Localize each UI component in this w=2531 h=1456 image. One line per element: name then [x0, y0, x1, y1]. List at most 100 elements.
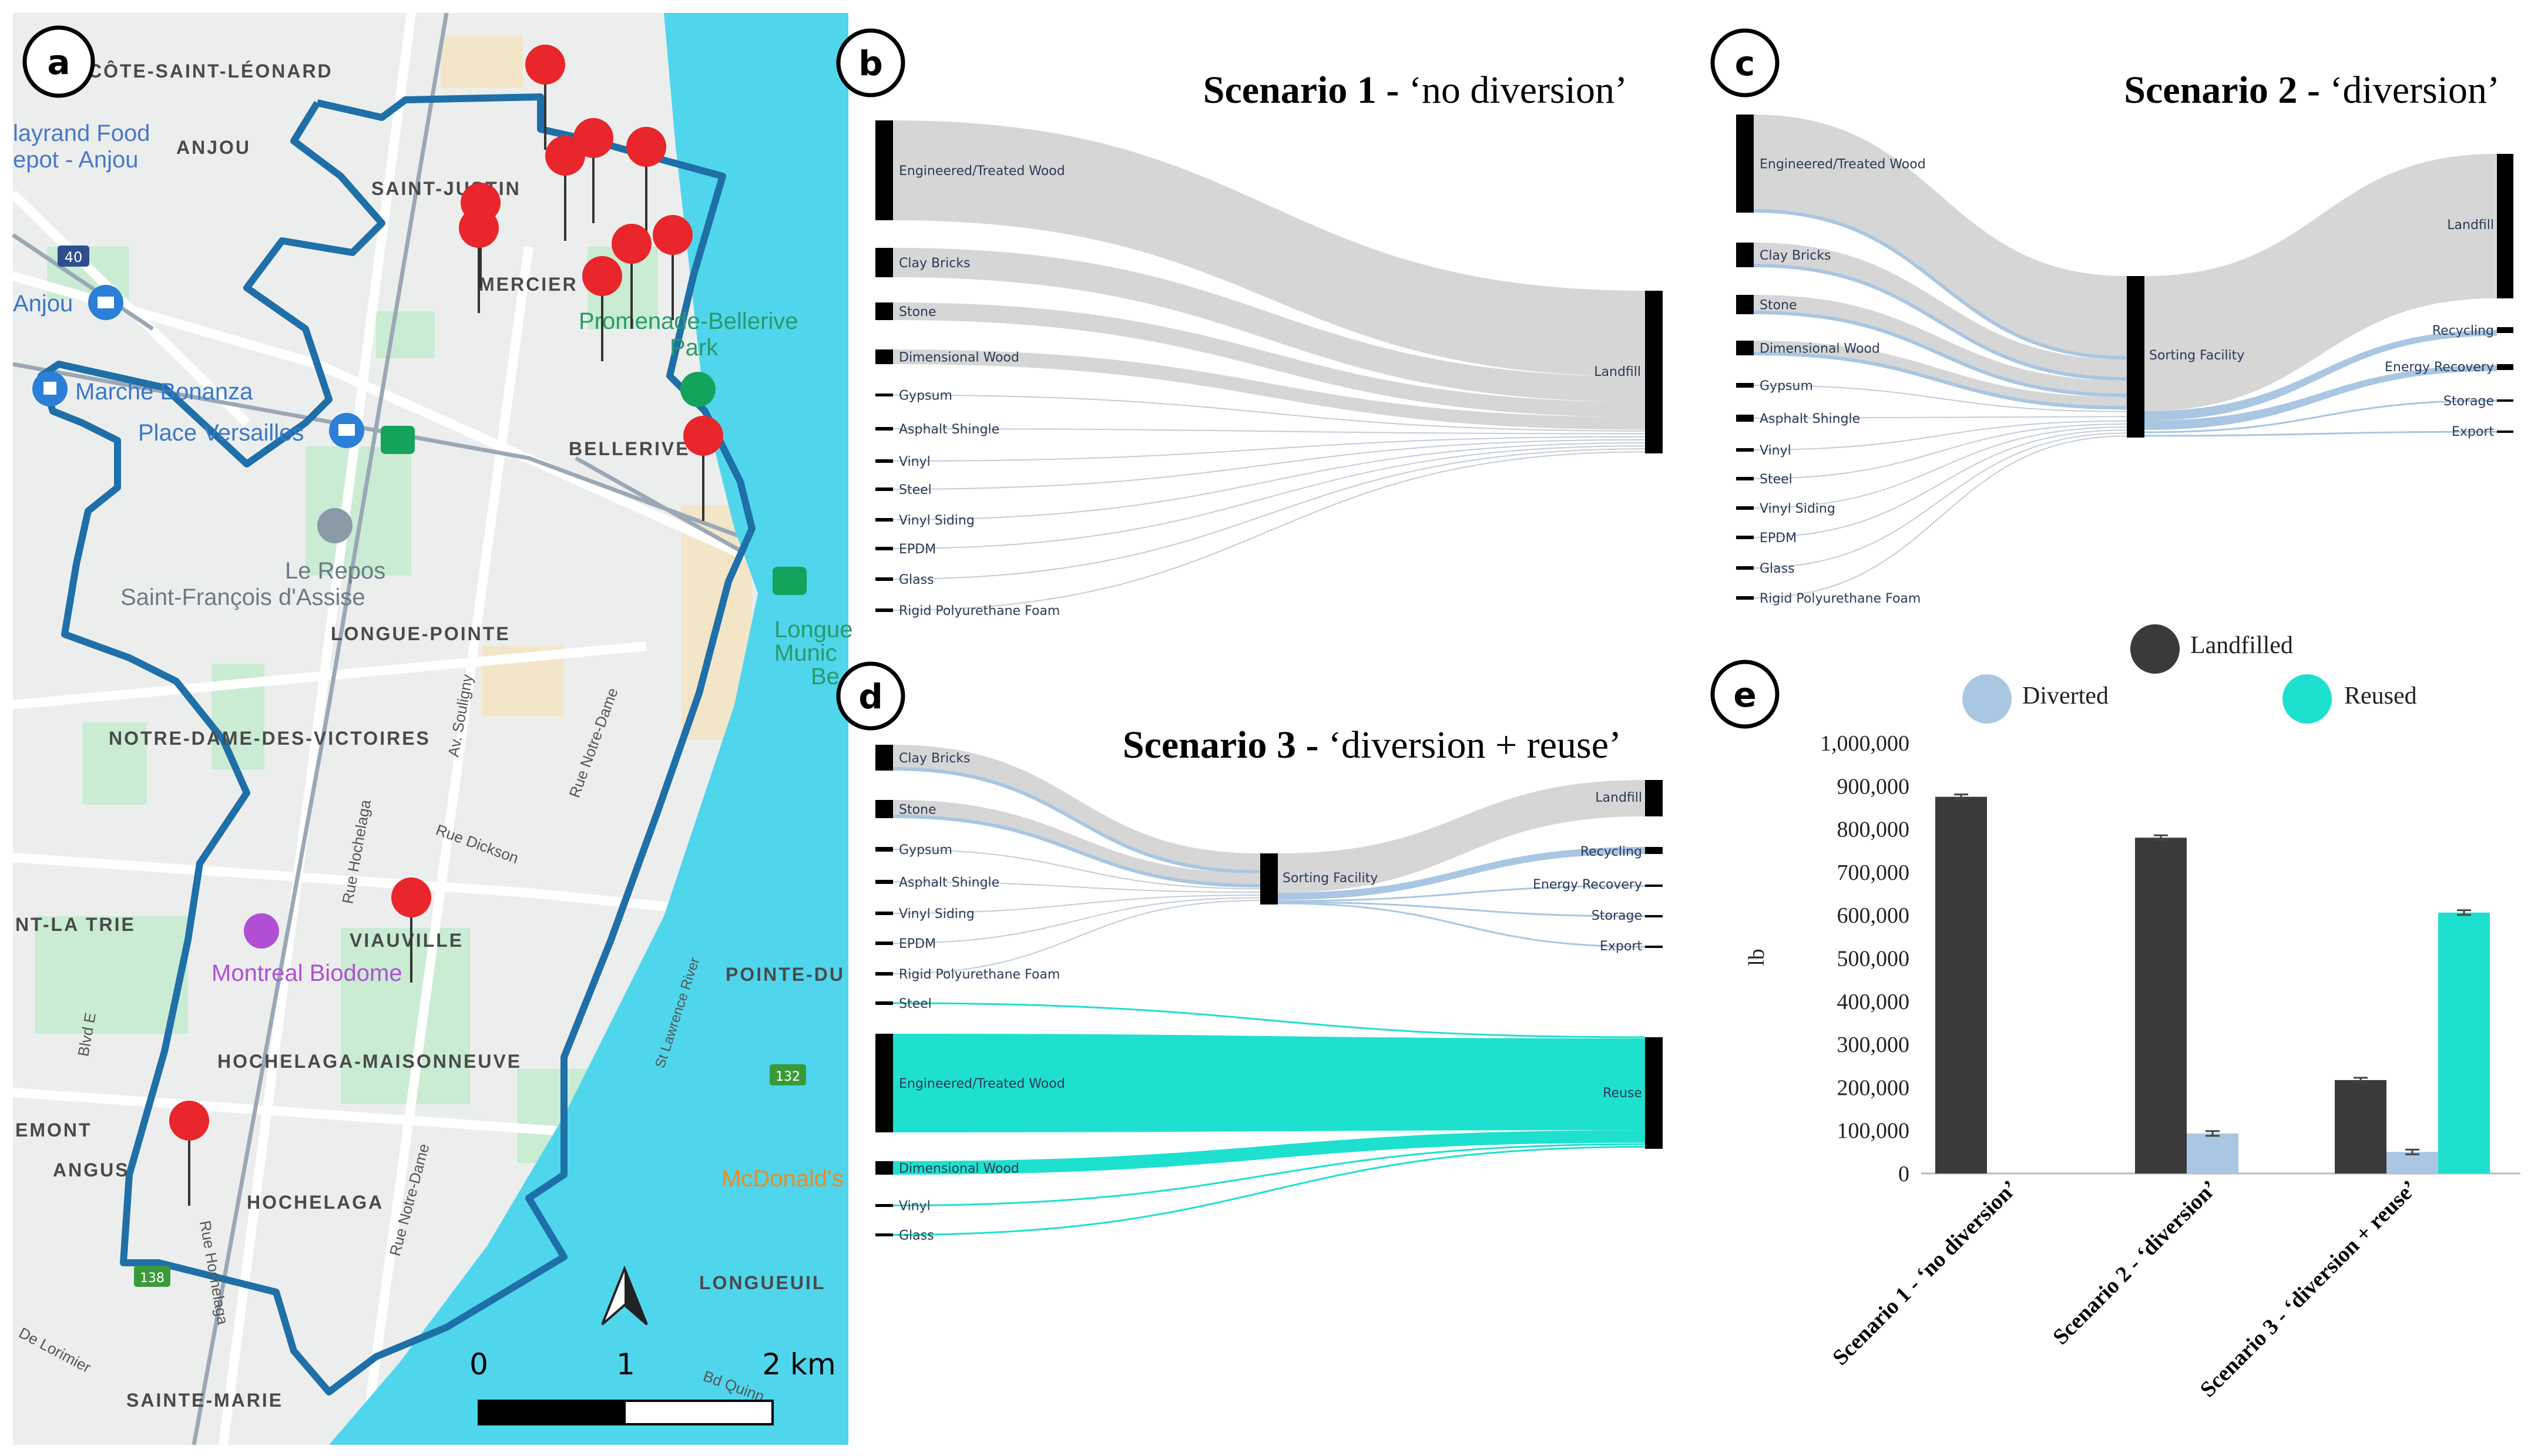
pin-head [391, 877, 431, 917]
map-pin-icon [525, 45, 565, 150]
sankey-b-flow [892, 448, 1646, 580]
sankey-c-label-rigid-polyurethane-foam: Rigid Polyurethane Foam [1760, 591, 1921, 606]
sankey-b-flow [892, 445, 1646, 549]
sankey-d-label-storage: Storage [1592, 909, 1642, 923]
svg-text:132: 132 [776, 1070, 800, 1084]
legend-swatch-diverted [1962, 674, 2012, 724]
sankey-d-node-sorting-facility [1260, 853, 1278, 904]
y-tick-label: 200,000 [1837, 1075, 1910, 1100]
legend-label-reused: Reused [2344, 682, 2417, 709]
sankey-c-label-vinyl: Vinyl [1760, 443, 1791, 458]
error-bar [2206, 1130, 2220, 1137]
sankey-d-diverted-flow [892, 767, 1261, 874]
sankey-d-title: Scenario 3 - ‘diversion + reuse’ [1123, 724, 1622, 766]
svg-text:138: 138 [140, 1271, 165, 1286]
sankey-d-node-engineered-treated-wood [875, 1034, 893, 1132]
sankey-c-node-export [2497, 431, 2513, 433]
sankey-b-node-vinyl-siding [875, 518, 893, 522]
bar-chart-panel-e: e Landfilled Diverted Reused 0100,000200… [1710, 624, 2520, 1402]
bar-landfilled [2135, 838, 2187, 1173]
sankey-b-node-stone [875, 302, 893, 320]
svg-text:d: d [858, 677, 883, 717]
sankey-c-node-sorting-facility [2127, 276, 2144, 438]
y-tick-label: 400,000 [1837, 990, 1910, 1014]
error-bar [2457, 909, 2471, 916]
panel-label-b: b [836, 28, 905, 97]
x-category-label: Scenario 2 - ‘diversion’ [2048, 1176, 2222, 1350]
sankey-b-title: Scenario 1 - ‘no diversion’ [1203, 69, 1627, 112]
sankey-c-flow [1754, 115, 2127, 360]
sankey-b-label-rigid-polyurethane-foam: Rigid Polyurethane Foam [899, 604, 1060, 618]
map-label-notre-dame-des-victoires: NOTRE-DAME-DES-VICTOIRES [109, 728, 431, 749]
sankey-d-label-export: Export [1600, 939, 1642, 954]
pin-head [653, 215, 693, 255]
sankey-b-node-dimensional-wood [875, 349, 893, 364]
y-tick-label: 700,000 [1837, 860, 1910, 885]
pin-head [459, 208, 499, 248]
scale-label-0: 0 [469, 1347, 488, 1381]
sankey-c-flow-landfill [2144, 154, 2497, 411]
sankey-d-label-clay-bricks: Clay Bricks [899, 751, 971, 766]
sankey-c-flow [1753, 432, 2127, 569]
sankey-b-flow [892, 436, 1646, 462]
sankey-b-flow [892, 442, 1646, 520]
sankey-b-label-clay-bricks: Clay Bricks [899, 256, 971, 271]
sankey-d-flow-energy [1277, 885, 1646, 902]
svg-text:e: e [1733, 675, 1756, 715]
map-label-mercier: MERCIER [479, 274, 578, 295]
sankey-c-diverted-flow [1753, 209, 2127, 360]
error-bar [2354, 1077, 2368, 1084]
sankey-d-label-energy-recovery: Energy Recovery [1533, 877, 1642, 892]
map-label-sainte-marie: SAINTE-MARIE [126, 1390, 283, 1411]
sankey-b-flow [892, 451, 1646, 611]
sankey-d-node-stone [875, 800, 893, 818]
pin-head [545, 136, 585, 176]
sankey-c-diverted-flow [1753, 311, 2127, 398]
sankey-c-node-dimensional-wood [1736, 341, 1754, 355]
y-tick-label: 800,000 [1837, 818, 1910, 842]
sankey-d-node-dimensional-wood [875, 1161, 893, 1175]
legend-label-landfilled: Landfilled [2190, 632, 2293, 659]
legend-swatch-reused [2282, 674, 2332, 724]
sankey-panel-c: c Scenario 2 - ‘diversion’ Engineered/Tr… [1710, 28, 2513, 606]
sankey-c-flow [1753, 420, 2127, 450]
map-pin-icon [545, 136, 585, 241]
grocery-pin-icon [32, 371, 68, 406]
sankey-d-flow-reuse [893, 1130, 1645, 1175]
sankey-c-node-landfill [2497, 154, 2513, 298]
y-axis-label: lb [1744, 949, 1769, 966]
sankey-d-node-asphalt-shingle [875, 880, 893, 884]
map-pin-icon [612, 224, 652, 329]
sankey-b-flow [892, 439, 1646, 490]
sankey-d-flow [893, 745, 1260, 873]
map-label-emont: EMONT [15, 1119, 92, 1141]
sankey-c-flow [1753, 385, 2127, 412]
sankey-d-label-reuse: Reuse [1603, 1086, 1642, 1101]
pin-head [582, 256, 622, 296]
pin-head [169, 1101, 209, 1141]
poi-marche-bonanza: Marché Bonanza [75, 379, 253, 405]
sankey-d-label-vinyl-siding: Vinyl Siding [899, 907, 975, 922]
sankey-c-node-epdm [1736, 536, 1754, 539]
park-icon [680, 372, 716, 407]
sankey-b-label-gypsum: Gypsum [899, 389, 952, 403]
x-category-label: Scenario 1 - ‘no diversion’ [1828, 1176, 2022, 1370]
sankey-d-flow-reuse [892, 1146, 1646, 1236]
st-lawrence-river [329, 13, 848, 1445]
sankey-d-node-steel [875, 1001, 893, 1005]
sankey-c-node-vinyl [1736, 448, 1754, 452]
sankey-d-label-asphalt-shingle: Asphalt Shingle [899, 876, 999, 890]
sankey-d-node-vinyl-siding [875, 912, 893, 915]
sankey-c-node-gypsum [1736, 383, 1754, 388]
sankey-d-node-landfill [1645, 780, 1663, 816]
sankey-d-flow-steel-reuse [892, 1002, 1646, 1038]
sankey-d-label-rigid-polyurethane-foam: Rigid Polyurethane Foam [899, 967, 1060, 982]
sankey-c-label-energy-recovery: Energy Recovery [2385, 360, 2494, 375]
sankey-b-node-asphalt-shingle [875, 427, 893, 431]
y-tick-label: 500,000 [1837, 947, 1910, 971]
pin-head [626, 127, 666, 167]
sankey-c-label-recycling: Recycling [2432, 324, 2494, 338]
sankey-d-node-export [1645, 946, 1663, 948]
sankey-b-node-glass [875, 577, 893, 581]
